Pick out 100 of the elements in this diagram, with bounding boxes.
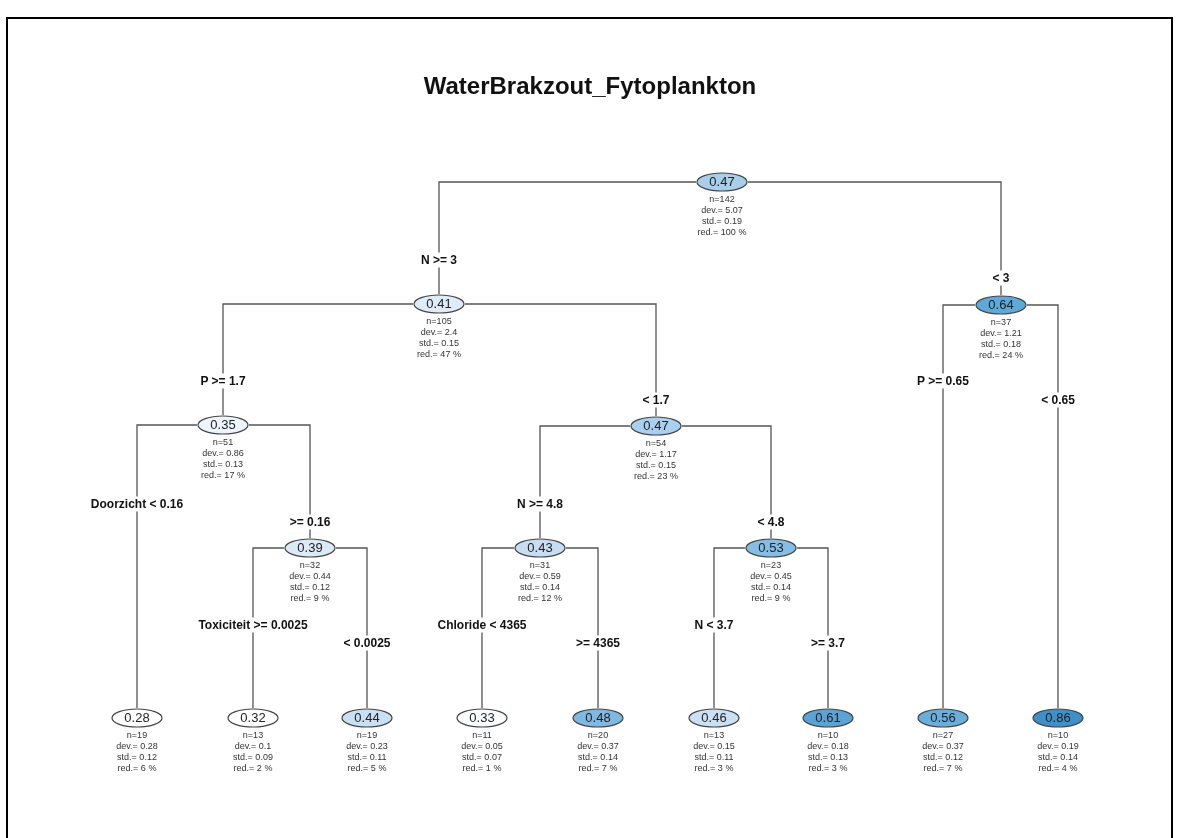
node-stat: n=54	[645, 438, 667, 449]
tree-branch	[539, 425, 631, 539]
node-stat: red.= 9 %	[751, 593, 791, 604]
node-stat: n=20	[587, 730, 609, 741]
split-label: >= 0.16	[287, 514, 333, 530]
node-stat: red.= 47 %	[417, 349, 461, 360]
node-stat: dev.= 0.23	[346, 741, 388, 752]
tree-branch	[136, 424, 198, 709]
node-ellipse	[456, 708, 508, 728]
node-stat: std.= 0.13	[203, 459, 243, 470]
node-stat: red.= 6 %	[117, 763, 157, 774]
split-label: < 1.7	[640, 392, 672, 408]
node-value: 0.44	[353, 709, 381, 727]
split-label: Chloride < 4365	[435, 617, 529, 633]
chart-title: WaterBrakzout_Fytoplankton	[423, 72, 757, 99]
node-stat: red.= 4 %	[1038, 763, 1078, 774]
split-label: N >= 3	[419, 252, 459, 268]
tree-branch	[481, 547, 515, 709]
node-stat: dev.= 2.4	[420, 327, 458, 338]
node-stat: dev.= 0.59	[519, 571, 561, 582]
node-stat: dev.= 0.28	[116, 741, 158, 752]
split-label: >= 3.7	[809, 635, 847, 651]
node-stat: n=10	[817, 730, 839, 741]
node-value: 0.47	[642, 417, 670, 435]
node-stat: dev.= 0.1	[234, 741, 272, 752]
node-stat: std.= 0.19	[702, 216, 742, 227]
node-ellipse	[802, 708, 854, 728]
node-ellipse	[227, 708, 279, 728]
tree-branch	[565, 547, 599, 709]
tree-branch	[681, 425, 772, 539]
split-label: N >= 4.8	[515, 496, 565, 512]
split-label: < 0.65	[1039, 392, 1077, 408]
node-stat: std.= 0.07	[462, 752, 502, 763]
node-value: 0.46	[700, 709, 728, 727]
node-stat: dev.= 0.05	[461, 741, 503, 752]
node-stat: n=27	[932, 730, 954, 741]
split-label: P >= 0.65	[915, 373, 971, 389]
tree-branch	[438, 181, 697, 295]
tree-branch	[713, 547, 746, 709]
node-stat: red.= 1 %	[462, 763, 502, 774]
tree-branch	[222, 303, 414, 416]
node-stat: std.= 0.11	[347, 752, 387, 763]
node-stat: red.= 17 %	[201, 470, 245, 481]
node-stat: red.= 23 %	[634, 471, 678, 482]
node-ellipse	[917, 708, 969, 728]
node-stat: dev.= 1.21	[980, 328, 1022, 339]
node-stat: dev.= 0.37	[577, 741, 619, 752]
node-value: 0.61	[814, 709, 842, 727]
node-stat: n=37	[990, 317, 1012, 328]
node-stat: red.= 2 %	[233, 763, 273, 774]
node-stat: std.= 0.09	[233, 752, 273, 763]
split-label: P >= 1.7	[198, 373, 248, 389]
node-value: 0.64	[987, 296, 1015, 314]
node-stat: red.= 3 %	[808, 763, 848, 774]
node-stat: std.= 0.12	[923, 752, 963, 763]
node-stat: dev.= 0.86	[202, 448, 244, 459]
node-ellipse	[688, 708, 740, 728]
node-stat: red.= 7 %	[923, 763, 963, 774]
tree-branch	[1026, 304, 1059, 709]
node-ellipse	[514, 538, 566, 558]
node-value: 0.35	[209, 416, 237, 434]
node-stat: red.= 24 %	[979, 350, 1023, 361]
node-ellipse	[111, 708, 163, 728]
node-stat: std.= 0.15	[636, 460, 676, 471]
node-stat: n=19	[126, 730, 148, 741]
node-ellipse	[1032, 708, 1084, 728]
node-stat: red.= 3 %	[694, 763, 734, 774]
tree-branch	[796, 547, 829, 709]
node-stat: n=11	[472, 730, 492, 741]
split-label: < 3	[990, 270, 1012, 286]
tree-branch	[747, 181, 1002, 296]
node-stat: n=32	[299, 560, 321, 571]
tree-branch	[335, 547, 368, 709]
tree-branch	[464, 303, 657, 417]
node-stat: n=23	[760, 560, 782, 571]
node-stat: red.= 9 %	[290, 593, 330, 604]
node-value: 0.41	[425, 295, 453, 313]
node-ellipse	[197, 415, 249, 435]
node-stat: std.= 0.14	[1038, 752, 1078, 763]
node-ellipse	[745, 538, 797, 558]
node-ellipse	[630, 416, 682, 436]
node-stat: n=105	[426, 316, 452, 327]
node-stat: std.= 0.14	[520, 582, 560, 593]
tree-branch	[252, 547, 285, 709]
split-label: < 4.8	[755, 514, 787, 530]
node-value: 0.53	[757, 539, 785, 557]
node-value: 0.56	[929, 709, 957, 727]
node-stat: dev.= 1.17	[635, 449, 677, 460]
split-label: N < 3.7	[692, 617, 736, 633]
node-stat: std.= 0.14	[578, 752, 618, 763]
node-ellipse	[284, 538, 336, 558]
node-stat: dev.= 0.44	[289, 571, 331, 582]
node-value: 0.48	[584, 709, 612, 727]
node-ellipse	[572, 708, 624, 728]
split-label: Toxiciteit >= 0.0025	[196, 617, 310, 633]
node-value: 0.86	[1044, 709, 1072, 727]
node-stat: n=13	[242, 730, 264, 741]
node-stat: red.= 5 %	[347, 763, 387, 774]
node-value: 0.43	[526, 539, 554, 557]
split-label: Doorzicht < 0.16	[88, 496, 186, 512]
